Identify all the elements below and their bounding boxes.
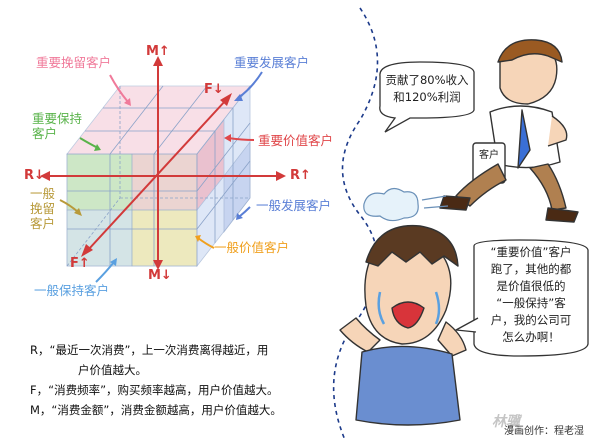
label-value-general: 一般价值客户 (214, 240, 290, 255)
folder-label: 客户 (479, 150, 499, 161)
m-axis-up-label: M↑ (146, 44, 170, 59)
label-keep-general: 一般保持客户 (34, 283, 110, 298)
crier-fist-left (339, 317, 381, 353)
legend-m-line: M，“消费金额”，消费金额越高，用户价值越大。 (30, 403, 282, 417)
speed-lines (421, 195, 449, 209)
cube-right-lower (223, 140, 251, 234)
bubble-bottom-line3: 是价值很低的 (496, 279, 566, 293)
label-retain-general-line2: 挽留 (30, 201, 56, 216)
bubble-bottom-line1: “重要价值”客户 (490, 245, 572, 259)
dust-cloud-icon (363, 187, 419, 222)
bubble-top-text: 贡献了80%收入 和120%利润 (380, 72, 474, 106)
label-develop-general: 一般发展客户 (256, 198, 332, 213)
label-keep-important: 重要保持 客户 (32, 111, 82, 141)
speech-bubble-top (379, 61, 475, 133)
rfm-legend: R，“最近一次消费”，上一次消费离得越近，用 户价值越大。 F，“消费频率”，购… (30, 340, 282, 420)
bubble-bottom-line4: “一般保持”客 (496, 296, 566, 310)
bubble-bottom-line5: 户，我的公司可 (490, 313, 572, 327)
label-retain-general-line1: 一般 (30, 186, 56, 201)
crier-fist-right (437, 321, 467, 357)
runner-hair (497, 39, 563, 63)
bubble-top-line2: 和120%利润 (393, 90, 461, 104)
label-retain-general-line3: 客户 (30, 216, 56, 231)
pointer-arrows (59, 71, 263, 283)
label-retain-important: 重要挽留客户 (36, 55, 112, 70)
runner-shoe-back (439, 195, 471, 211)
legend-f-line: F，“消费频率”，购买频率越高，用户价值越大。 (30, 383, 279, 397)
legend-r-line1: R，“最近一次消费”，上一次消费离得越近，用 (30, 343, 269, 357)
bubble-bottom-text: “重要价值”客户 跑了，其他的都 是价值很低的 “一般保持”客 户，我的公司可 … (476, 244, 586, 346)
tear-left (377, 291, 386, 325)
crier-mouth (391, 301, 425, 329)
runner-shoe-front (545, 207, 579, 223)
label-keep-important-line1: 重要保持 (32, 111, 83, 126)
label-develop-important: 重要发展客户 (234, 55, 310, 70)
m-axis-down-label: M↓ (148, 268, 172, 283)
bubble-bottom-line2: 跑了，其他的都 (490, 262, 572, 276)
axes (40, 56, 286, 270)
crier-hair (365, 224, 459, 267)
bubble-top-line1: 贡献了80%收入 (385, 73, 469, 87)
runner-tie (517, 109, 531, 169)
cube-front-br (131, 209, 198, 267)
r-axis-right-label: R↑ (290, 168, 311, 183)
label-keep-important-line2: 客户 (32, 126, 58, 141)
r-axis-left-label: R↓ (24, 168, 45, 183)
runner-leg-front (529, 163, 567, 211)
label-value-important: 重要价值客户 (258, 133, 334, 148)
legend-r-line2: 户价值越大。 (78, 363, 147, 377)
runner-leg-back (455, 163, 507, 207)
cube-front-tr (131, 153, 198, 211)
watermark: 林骥 (492, 414, 520, 430)
bubble-bottom-line6: 怎么办啊！ (502, 330, 560, 344)
runner-arm-right (547, 115, 568, 147)
f-axis-up-label: F↓ (204, 82, 224, 97)
divider-dashed-line (332, 7, 379, 441)
f-axis-down-label: F↑ (70, 256, 90, 271)
f-axis (87, 99, 227, 251)
crier-shirt (355, 345, 461, 426)
label-retain-general: 一般 挽留 客户 (30, 186, 55, 231)
tear-right (434, 291, 441, 325)
speech-bubble-bottom (453, 239, 589, 357)
crying-man-figure (339, 224, 467, 426)
credit-text: 漫画创作：程老湿 (504, 426, 584, 437)
cube-front-tl (66, 153, 133, 211)
